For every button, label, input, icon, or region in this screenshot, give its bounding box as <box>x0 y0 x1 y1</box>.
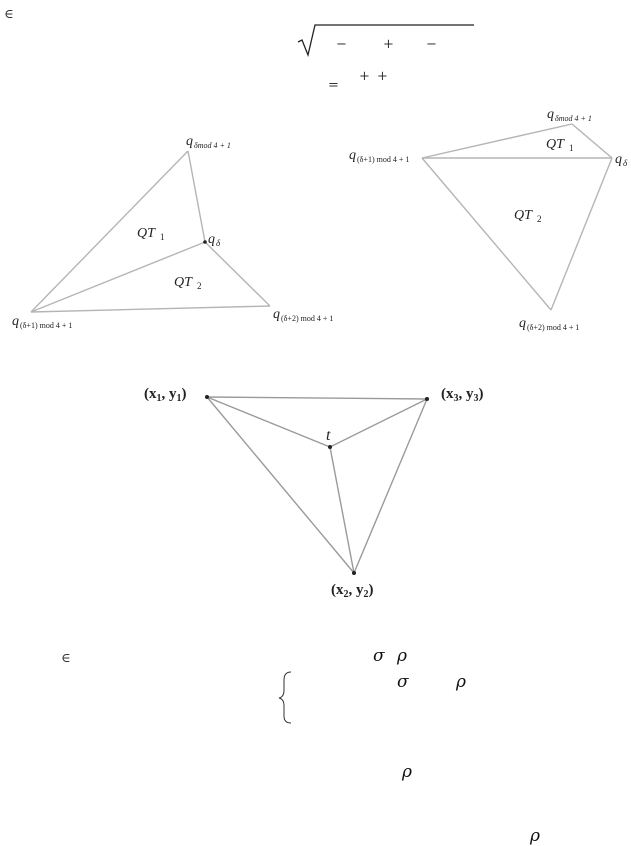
rho-symbol-1: ρ <box>397 646 407 666</box>
triangle-vertex-3 <box>425 397 429 401</box>
equation-plus-3: + <box>377 69 388 84</box>
triangle-figure: (x1, y1) (x3, y3) (x2, y2) t <box>144 386 484 600</box>
right-edge-left <box>421 157 552 311</box>
left-edge-diagonal <box>30 241 206 313</box>
rho-symbol-3: ρ <box>402 762 412 782</box>
left-region-qt2-base: QT <box>174 275 193 290</box>
right-left-vertex-sub: (δ+1) mod 4 + 1 <box>357 155 409 164</box>
left-left-vertex-sub: (δ+1) mod 4 + 1 <box>20 321 72 330</box>
sigma-symbol-1: σ <box>373 646 385 666</box>
right-region-qt2-sub: 2 <box>537 214 542 224</box>
right-quad-figure: q δmod 4 + 1 q (δ+1) mod 4 + 1 q δ q (δ+… <box>349 107 628 332</box>
triangle-vertex-2 <box>352 571 356 575</box>
left-top-vertex-sub: δmod 4 + 1 <box>194 141 231 150</box>
triangle-v2-label: (x2, y2) <box>331 582 374 600</box>
equation-minus-2: − <box>426 37 437 52</box>
right-region-qt2-base: QT <box>514 208 533 223</box>
triangle-spoke-3 <box>329 398 428 448</box>
triangle-edge-left <box>206 396 355 574</box>
right-right-vertex-base: q <box>615 152 622 167</box>
triangle-v1-label: (x1, y1) <box>144 386 187 404</box>
right-bottom-vertex-base: q <box>519 316 526 331</box>
equation-equals: = <box>328 78 339 93</box>
left-top-vertex-base: q <box>186 134 193 149</box>
right-right-vertex-sub: δ <box>623 158 628 168</box>
triangle-center-point <box>328 445 332 449</box>
triangle-spoke-2 <box>329 446 355 574</box>
right-top-vertex-base: q <box>547 107 554 122</box>
left-region-qt1-sub: 1 <box>160 232 165 242</box>
left-quad-figure: q δmod 4 + 1 q δ q (δ+1) mod 4 + 1 q (δ+… <box>12 134 333 330</box>
right-region-qt1-base: QT <box>546 137 565 152</box>
triangle-vertex-1 <box>205 395 209 399</box>
equation-plus-1: + <box>383 37 394 52</box>
triangle-center-label: t <box>326 427 331 444</box>
triangle-spoke-1 <box>206 396 331 448</box>
left-center-vertex-base: q <box>208 232 215 247</box>
rho-symbol-2: ρ <box>456 672 466 692</box>
left-region-qt2-sub: 2 <box>197 281 202 291</box>
right-edge-top-left <box>421 123 573 159</box>
left-edge-bottom <box>30 305 271 313</box>
right-bottom-vertex-sub: (δ+2) mod 4 + 1 <box>527 323 579 332</box>
left-region-qt1-base: QT <box>137 226 156 241</box>
left-brace <box>278 671 292 724</box>
right-left-vertex-base: q <box>349 148 356 163</box>
left-right-vertex-sub: (δ+2) mod 4 + 1 <box>281 314 333 323</box>
left-left-vertex-base: q <box>12 314 19 329</box>
left-edge-top-center <box>187 150 206 243</box>
left-edge-top <box>30 150 189 313</box>
triangle-v3-label: (x3, y3) <box>441 386 484 404</box>
rho-symbol-4: ρ <box>530 826 540 846</box>
right-top-vertex-sub: δmod 4 + 1 <box>555 114 592 123</box>
right-edge-right <box>550 157 613 311</box>
equation-plus-2: + <box>359 69 370 84</box>
left-center-point <box>203 240 207 244</box>
triangle-edge-right <box>353 398 428 574</box>
left-right-vertex-base: q <box>273 307 280 322</box>
left-edge-center-right <box>204 241 271 307</box>
right-edge-top-right <box>571 123 613 159</box>
equation-minus-1: − <box>336 37 347 52</box>
sigma-symbol-2: σ <box>397 672 409 692</box>
right-region-qt1-sub: 1 <box>569 143 574 153</box>
element-of-symbol-lower: ∈ <box>61 651 71 666</box>
triangle-edge-top <box>206 396 428 400</box>
element-of-symbol-top: ∈ <box>4 7 14 22</box>
left-center-vertex-sub: δ <box>216 238 221 248</box>
